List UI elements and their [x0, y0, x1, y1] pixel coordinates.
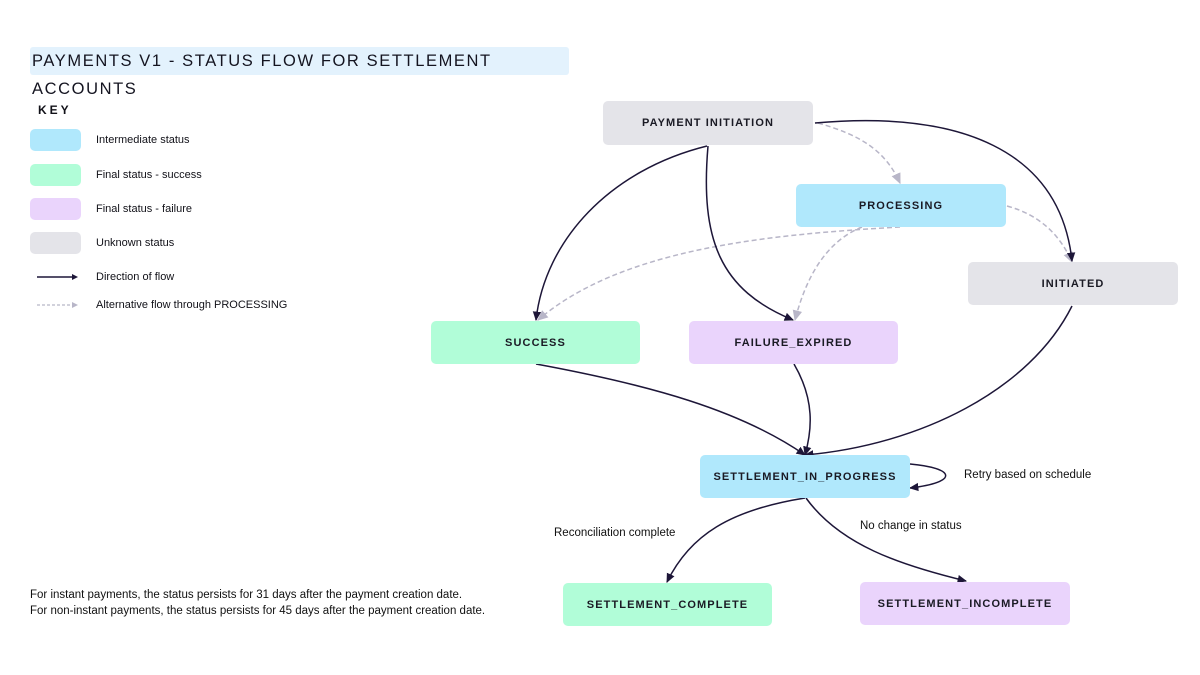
legend-label-success: Final status - success	[96, 169, 202, 181]
diagram-title: PAYMENTS V1 - STATUS FLOW FOR SETTLEMENT…	[30, 47, 569, 98]
node-label: SETTLEMENT_INCOMPLETE	[877, 597, 1053, 610]
node-settlement-in-progress[interactable]: SETTLEMENT_IN_PROGRESS	[700, 455, 910, 498]
edge-success-to-settlement	[535, 363, 806, 456]
node-initiated[interactable]: INITIATED	[968, 262, 1178, 305]
legend-solid-arrow-icon	[37, 274, 78, 280]
edge-initiation-to-failure	[705, 145, 794, 321]
edge-settlement-to-complete	[666, 497, 806, 583]
note-instant: For instant payments, the status persist…	[30, 589, 463, 601]
legend-label-failure: Final status - failure	[96, 203, 192, 215]
edge-label-no-change: No change in status	[860, 520, 962, 532]
edge-processing-to-success	[537, 226, 901, 321]
legend-dashed-arrow-icon	[37, 302, 78, 308]
edge-label-retry: Retry based on schedule	[964, 469, 1092, 481]
node-payment-initiation[interactable]: PAYMENT INITIATION	[603, 101, 813, 145]
node-settlement-complete[interactable]: SETTLEMENT_COMPLETE	[563, 583, 772, 626]
edge-initiation-to-processing	[817, 122, 901, 185]
legend-label-intermediate: Intermediate status	[96, 134, 190, 146]
node-settlement-incomplete[interactable]: SETTLEMENT_INCOMPLETE	[860, 582, 1070, 625]
edge-initiation-to-success	[532, 145, 708, 322]
node-label: SUCCESS	[505, 336, 566, 349]
node-label: SETTLEMENT_IN_PROGRESS	[713, 470, 897, 483]
edge-processing-to-failure	[792, 226, 863, 322]
legend-swatch-intermediate	[30, 129, 81, 151]
edge-initiation-to-initiated	[814, 119, 1076, 263]
note-non-instant: For non-instant payments, the status per…	[30, 605, 486, 617]
legend-label-direction: Direction of flow	[96, 271, 175, 283]
node-processing[interactable]: PROCESSING	[796, 184, 1006, 227]
edge-settlement-retry-loop	[908, 463, 947, 492]
legend-label-alternative: Alternative flow through PROCESSING	[96, 299, 288, 311]
legend-title: KEY	[38, 103, 72, 117]
legend-swatch-failure	[30, 198, 81, 220]
legend-label-unknown: Unknown status	[96, 237, 175, 249]
node-label: PAYMENT INITIATION	[641, 117, 775, 129]
edge-failure-to-settlement	[793, 363, 812, 457]
node-label: INITIATED	[1041, 277, 1105, 290]
edge-initiated-to-settlement	[803, 305, 1073, 459]
edge-processing-to-initiated	[1006, 205, 1073, 264]
node-label: FAILURE_EXPIRED	[734, 336, 853, 349]
edge-label-reconciliation: Reconciliation complete	[554, 527, 676, 539]
node-failure-expired[interactable]: FAILURE_EXPIRED	[689, 321, 898, 364]
node-success[interactable]: SUCCESS	[431, 321, 640, 364]
node-label: SETTLEMENT_COMPLETE	[586, 598, 749, 611]
legend-swatch-unknown	[30, 232, 81, 254]
legend-swatch-success	[30, 164, 81, 186]
edge-settlement-to-incomplete	[805, 497, 968, 584]
node-label: PROCESSING	[858, 199, 944, 212]
